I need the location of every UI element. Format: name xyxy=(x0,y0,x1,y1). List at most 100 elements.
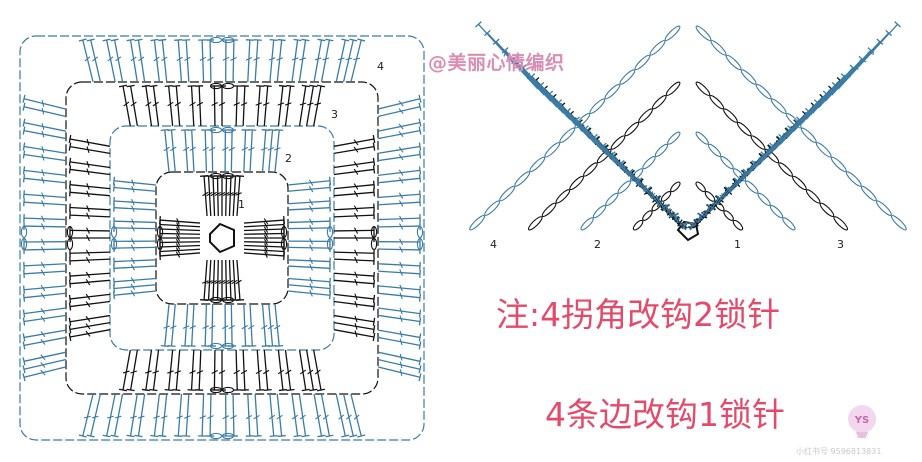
dc-stitch xyxy=(22,94,67,110)
svg-text:YS: YS xyxy=(854,415,869,426)
dc-stitch xyxy=(287,183,332,193)
dc-stitch xyxy=(23,261,67,270)
dc-stitch xyxy=(291,38,302,83)
dc-stitch xyxy=(141,349,153,392)
dc-stitch xyxy=(298,84,310,127)
square-round-4 xyxy=(19,35,425,441)
chain-stitch xyxy=(221,172,235,180)
dc-stitch xyxy=(22,284,67,294)
dc-stitch xyxy=(201,129,210,173)
dc-stitch xyxy=(118,349,131,392)
dc-stitch xyxy=(86,38,102,83)
chain-stitch xyxy=(769,205,784,219)
dc-stitch xyxy=(68,314,111,326)
dc-stitch xyxy=(284,349,295,392)
chain-stitch xyxy=(845,171,862,187)
chain-row xyxy=(209,36,235,44)
dc-stitch xyxy=(333,226,375,235)
dc-stitch xyxy=(260,129,270,173)
chain-stitch xyxy=(589,98,606,114)
dc-stitch xyxy=(241,303,250,347)
dc-stitch xyxy=(661,203,673,218)
chain-stitch xyxy=(890,214,907,231)
dc-stitch xyxy=(298,349,310,392)
chain-stitch xyxy=(221,386,235,394)
dc-stitch xyxy=(722,177,741,199)
dc-stitch xyxy=(333,300,376,311)
dc-stitch xyxy=(229,39,238,83)
dc-stitch xyxy=(287,217,331,226)
chain-stitch xyxy=(778,162,793,177)
dc-stitch xyxy=(573,116,609,157)
dc-stitch xyxy=(22,142,67,154)
chain-stitch xyxy=(632,219,644,231)
chain-stitch xyxy=(736,121,752,137)
chain-stitch xyxy=(750,135,766,150)
chain-row xyxy=(20,225,28,251)
chain-row xyxy=(469,25,681,231)
dc-stitch xyxy=(118,84,131,127)
chain-stitch xyxy=(416,237,424,251)
dc-stitch xyxy=(22,307,67,318)
dc-stitch xyxy=(221,303,230,347)
dc-stitch xyxy=(377,329,422,342)
dc-stitch xyxy=(113,217,157,226)
dc-stitch xyxy=(644,186,660,206)
dc-stitch xyxy=(172,85,181,127)
chain-stitch xyxy=(221,126,235,134)
dc-stitch xyxy=(313,84,326,127)
dc-stitch xyxy=(287,244,331,253)
dc-stitch xyxy=(287,196,331,206)
dc-stitch xyxy=(134,393,146,438)
dc-stitch xyxy=(333,157,376,169)
chain-stitch xyxy=(642,156,656,170)
dc-stitch xyxy=(221,393,230,437)
round-label-3: 3 xyxy=(331,108,338,121)
chain-row xyxy=(416,225,424,251)
triangle-round-3 xyxy=(527,77,849,231)
chain-row xyxy=(209,126,235,134)
dc-stitch xyxy=(245,39,254,83)
dc-stitch xyxy=(228,129,237,173)
dc-stitch xyxy=(313,38,326,83)
chain-stitch xyxy=(667,131,681,145)
chain-stitch xyxy=(610,135,626,150)
chain-stitch xyxy=(209,386,223,394)
chain-stitch xyxy=(527,216,543,231)
dc-stitch xyxy=(112,290,157,300)
dc-stitch xyxy=(149,84,160,127)
dc-stitch xyxy=(342,393,358,438)
dc-stitch xyxy=(23,190,67,200)
dc-stitch xyxy=(298,38,310,83)
chain-stitch xyxy=(529,156,546,173)
dc-stitch xyxy=(207,303,216,347)
dc-stitch xyxy=(590,133,622,169)
dc-stitch xyxy=(245,393,254,437)
chain-stitch xyxy=(755,83,772,100)
chain-stitch xyxy=(209,432,223,440)
chain-stitch xyxy=(514,171,531,187)
square-round-1 xyxy=(155,171,289,305)
dc-stitch xyxy=(696,212,706,224)
chain-stitch xyxy=(638,108,653,123)
dc-stitch xyxy=(233,349,242,391)
chain-stitch xyxy=(110,225,118,239)
chain-row xyxy=(695,25,907,231)
dc-stitch xyxy=(210,85,219,127)
dc-stitch xyxy=(69,188,111,198)
chain-stitch xyxy=(695,181,706,193)
dc-stitch xyxy=(748,142,777,175)
dc-stitch xyxy=(377,245,421,254)
dc-stitch xyxy=(377,269,421,278)
dc-stitch xyxy=(22,150,67,162)
chain-stitch xyxy=(221,296,235,304)
dc-stitch xyxy=(167,303,177,348)
chain-stitch xyxy=(704,191,716,202)
dc-stitch xyxy=(287,223,331,232)
dc-stitch xyxy=(113,237,157,246)
chain-stitch xyxy=(800,127,817,144)
dc-stitch xyxy=(78,38,94,83)
chain-stitch xyxy=(209,82,223,90)
dc-stitch xyxy=(350,38,366,83)
dc-stitch xyxy=(113,264,157,273)
